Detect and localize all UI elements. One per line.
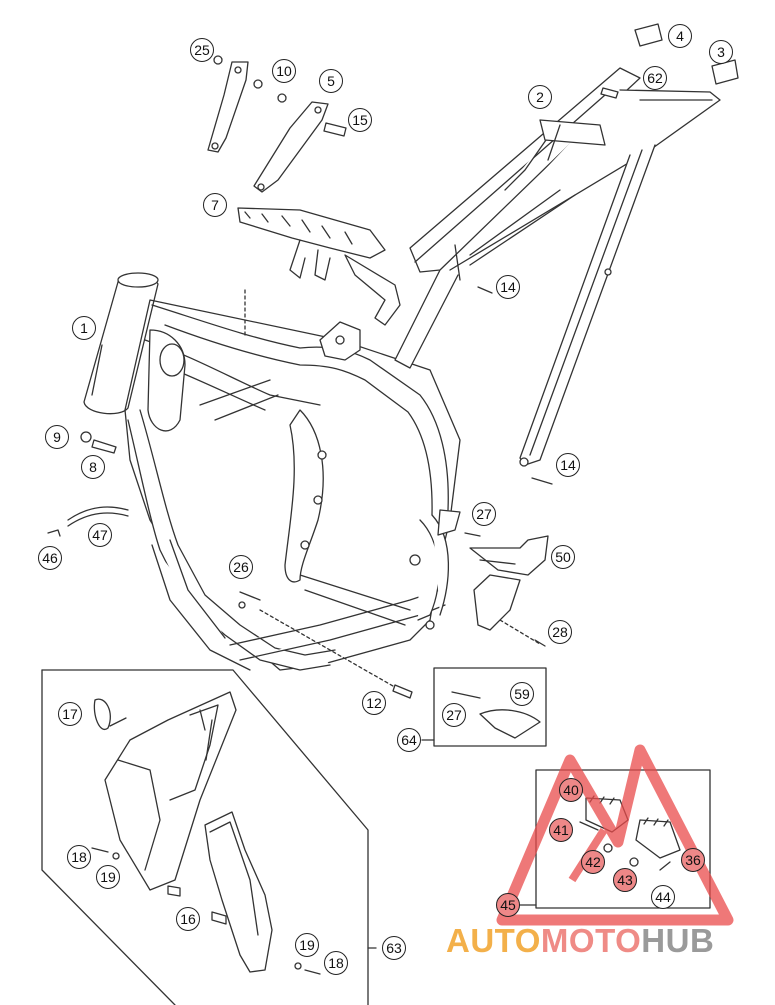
callout-14-upper: 14 bbox=[496, 275, 520, 299]
callout-16: 16 bbox=[176, 907, 200, 931]
callout-3: 3 bbox=[709, 40, 733, 64]
callout-40: 40 bbox=[559, 778, 583, 802]
callout-50: 50 bbox=[551, 545, 575, 569]
callout-63: 63 bbox=[382, 936, 406, 960]
main-frame bbox=[124, 299, 461, 671]
callout-7: 7 bbox=[203, 193, 227, 217]
side-brackets bbox=[207, 61, 329, 193]
callout-8: 8 bbox=[81, 455, 105, 479]
callout-17: 17 bbox=[58, 702, 82, 726]
callout-15: 15 bbox=[348, 108, 372, 132]
callout-10: 10 bbox=[272, 59, 296, 83]
callout-27-upper: 27 bbox=[472, 502, 496, 526]
callout-19-right: 19 bbox=[295, 933, 319, 957]
callout-47: 47 bbox=[88, 523, 112, 547]
callout-45: 45 bbox=[496, 893, 520, 917]
callout-12: 12 bbox=[362, 691, 386, 715]
callout-26: 26 bbox=[229, 555, 253, 579]
callout-5: 5 bbox=[319, 69, 343, 93]
inset-box-64 bbox=[421, 667, 547, 747]
logo-part-auto: AUTO bbox=[446, 922, 541, 959]
callout-4: 4 bbox=[668, 24, 692, 48]
callout-25: 25 bbox=[190, 38, 214, 62]
callout-9: 9 bbox=[45, 425, 69, 449]
callout-19-left: 19 bbox=[96, 865, 120, 889]
callout-44: 44 bbox=[651, 885, 675, 909]
logo-part-hub: HUB bbox=[641, 922, 715, 959]
callout-43: 43 bbox=[613, 868, 637, 892]
callout-27-inset: 27 bbox=[442, 703, 466, 727]
callout-59: 59 bbox=[510, 682, 534, 706]
inset-box-63 bbox=[41, 669, 377, 1005]
callout-2: 2 bbox=[528, 85, 552, 109]
callout-42: 42 bbox=[581, 850, 605, 874]
callout-18-left: 18 bbox=[67, 845, 91, 869]
callout-46: 46 bbox=[38, 546, 62, 570]
callout-62: 62 bbox=[643, 66, 667, 90]
frame-head-tube bbox=[83, 272, 159, 415]
callout-36: 36 bbox=[681, 848, 705, 872]
tank-bracket bbox=[237, 207, 401, 336]
callout-64: 64 bbox=[397, 728, 421, 752]
callout-14-lower: 14 bbox=[556, 453, 580, 477]
callout-41: 41 bbox=[549, 818, 573, 842]
watermark-logo: AUTOMOTOHUB bbox=[446, 922, 714, 960]
hardware bbox=[47, 55, 619, 699]
callout-1: 1 bbox=[72, 316, 96, 340]
subframe bbox=[394, 67, 721, 467]
callout-18-right: 18 bbox=[324, 951, 348, 975]
footpeg-bracket bbox=[469, 535, 549, 631]
logo-part-moto: MOTO bbox=[540, 922, 642, 959]
callout-28: 28 bbox=[548, 620, 572, 644]
